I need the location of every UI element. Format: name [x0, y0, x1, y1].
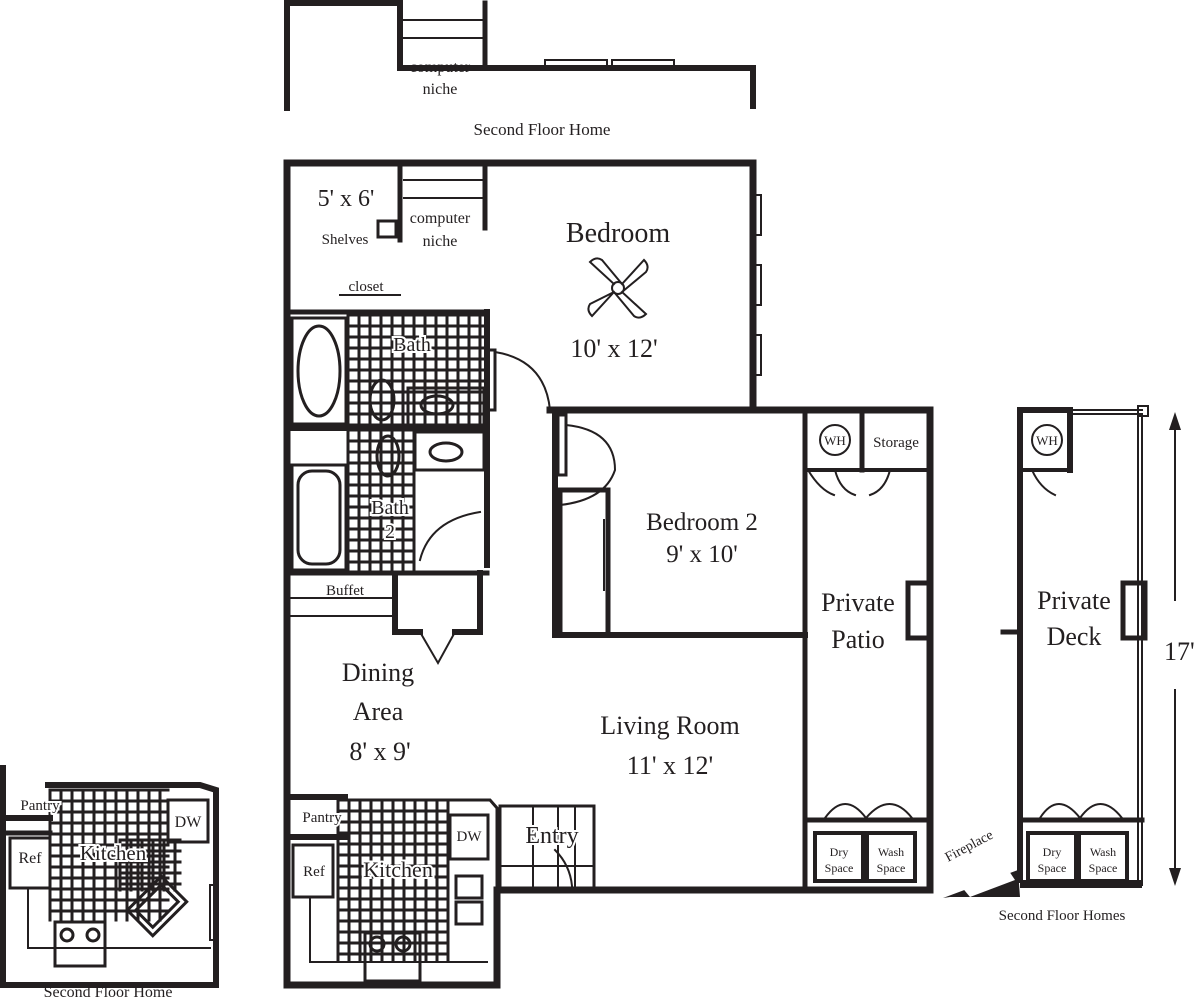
patio-label: Private	[821, 588, 895, 617]
dining-label: Dining	[342, 658, 414, 687]
bath2-label: 2	[385, 521, 395, 543]
deck-label: Deck	[1047, 622, 1102, 651]
top-inset-caption: Second Floor Home	[474, 120, 611, 139]
closet-size: 5' x 6'	[318, 186, 375, 212]
left-inset-caption: Second Floor Home	[44, 984, 173, 999]
shelves-label: Shelves	[322, 232, 369, 248]
pantry-label: Pantry	[20, 798, 60, 814]
dining-size: 8' x 9'	[349, 737, 410, 766]
bath2-label: Bath	[371, 497, 409, 519]
water-heater-label: WH	[824, 433, 846, 448]
kitchen-label: Kitchen	[363, 857, 433, 882]
storage-label: Storage	[873, 435, 919, 451]
dining-label: Area	[353, 697, 404, 726]
living-room-size: 11' x 12'	[627, 751, 713, 780]
right-inset-caption: Second Floor Homes	[999, 908, 1126, 924]
refrigerator-label: Ref	[303, 864, 325, 880]
ceiling-fan-icon	[587, 257, 649, 319]
main-plan: 5' x 6' Shelves computer niche closet Be…	[283, 159, 934, 989]
dishwasher-label: DW	[457, 829, 483, 845]
bath-label: Bath	[393, 334, 431, 356]
wash-space-label: Space	[877, 861, 906, 875]
refrigerator-label: Ref	[18, 850, 42, 867]
top-inset: computer niche Second Floor Home	[284, 0, 756, 139]
dry-space-label: Space	[1038, 861, 1067, 875]
wash-space-label: Wash	[1090, 845, 1116, 859]
patio-label: Patio	[831, 625, 884, 654]
niche-label: niche	[423, 81, 458, 98]
fireplace-label: Fireplace	[943, 828, 996, 866]
bedroom-size: 10' x 12'	[570, 334, 657, 363]
right-inset-deck: WH Private Deck 17' Fireplace Dry Space …	[943, 405, 1195, 924]
dry-space-label: Dry	[830, 845, 849, 859]
niche-label: niche	[423, 233, 458, 250]
living-room-label: Living Room	[600, 711, 739, 740]
dry-space-label: Space	[825, 861, 854, 875]
closet-label: closet	[349, 279, 385, 295]
deck-label: Private	[1037, 586, 1111, 615]
wash-space-label: Wash	[878, 845, 904, 859]
bedroom2-label: Bedroom 2	[646, 509, 758, 536]
floor-tiles	[48, 313, 488, 962]
niche-label: computer	[410, 210, 471, 227]
entry-label: Entry	[525, 823, 578, 849]
kitchen-label: Kitchen	[80, 841, 147, 865]
left-inset-kitchen: Pantry DW Ref Kitchen Second Floor Home	[0, 765, 219, 999]
deck-dimension: 17'	[1164, 637, 1195, 666]
buffet-label: Buffet	[326, 583, 365, 599]
dishwasher-label: DW	[175, 814, 203, 831]
wash-space-label: Space	[1089, 861, 1118, 875]
dry-space-label: Dry	[1043, 845, 1062, 859]
bedroom2-size: 9' x 10'	[666, 541, 738, 568]
pantry-label: Pantry	[302, 810, 342, 826]
niche-label: computer	[410, 59, 471, 76]
water-heater-label: WH	[1036, 433, 1058, 448]
bedroom-label: Bedroom	[566, 218, 670, 249]
